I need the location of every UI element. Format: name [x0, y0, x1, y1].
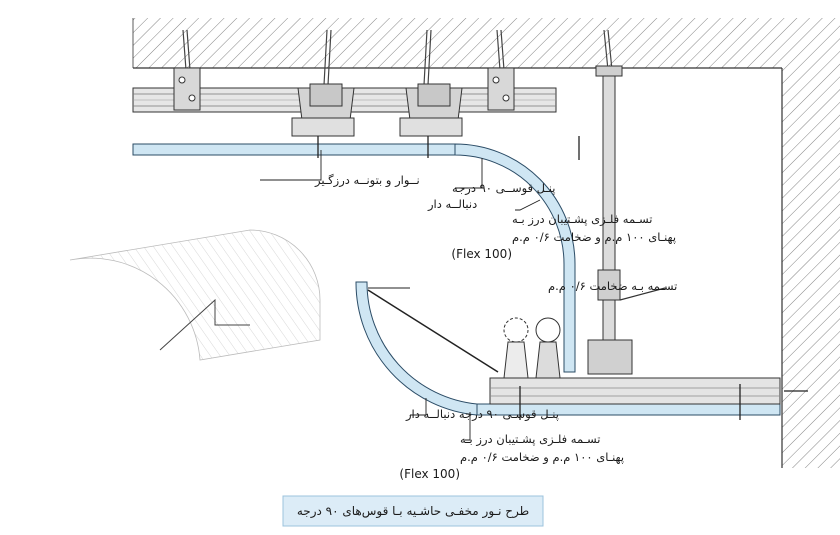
label-flex-top-3: (Flex 100) — [451, 247, 512, 261]
caption-text: طرح نـور مخفـی حاشـیه بـا قوس‌های ۹۰ درج… — [297, 504, 529, 519]
label-flex-top-1: تسـمه فلـزی پشـتیبان درز بـه — [512, 212, 652, 227]
label-curve-top-2: دنبالــه دار — [427, 197, 477, 212]
tension-strap — [367, 289, 499, 373]
hanger-right — [487, 67, 515, 111]
lamp-right — [535, 317, 561, 379]
ceiling-slab — [132, 18, 840, 69]
label-flex-bottom-1: تسـمه فلـزی پشـتیبان درز بـه — [460, 432, 600, 447]
screws — [317, 136, 808, 420]
vertical-rod — [587, 65, 666, 375]
label-flex-top-2: پهنـای ۱۰۰ م.م و ضخامت ۰/۶ م.م — [512, 230, 676, 245]
label-flex-bottom-2: پهنـای ۱۰۰ م.م و ضخامت ۰/۶ م.م — [460, 450, 624, 465]
label-curve-bottom: پنـل قوسـی ۹۰ درجه دنبالــه دار — [405, 407, 559, 422]
caption-box: طرح نـور مخفـی حاشـیه بـا قوس‌های ۹۰ درج… — [282, 495, 544, 527]
right-wall — [781, 68, 840, 468]
clip-right — [399, 83, 463, 137]
clip-left — [291, 83, 355, 137]
label-curve-top-1: پنـل قوســی ۹۰ درجه — [452, 181, 555, 196]
hanger-left — [173, 67, 201, 111]
top-flat-panel — [132, 143, 456, 156]
label-strap: تسـمه بـه ضخامت ۰/۶ م.م — [548, 279, 677, 293]
light-box — [489, 377, 781, 405]
label-flex-bottom-3: (Flex 100) — [399, 467, 460, 481]
lower-curved-panel — [355, 281, 478, 416]
label-strip-gypsum: نــوار و بتونــه درزگـیر — [314, 173, 420, 188]
upper-curved-panel — [454, 143, 576, 373]
background-sketch — [69, 229, 321, 361]
lamp-left — [503, 317, 529, 379]
hanger-wires — [182, 29, 613, 86]
leader-lines — [260, 150, 541, 441]
